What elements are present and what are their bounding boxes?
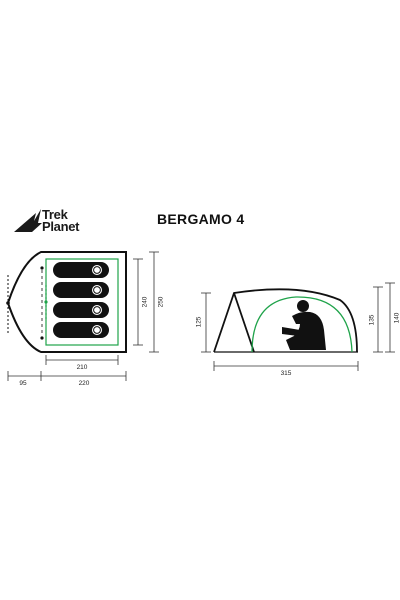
mountain-logo-icon: [14, 209, 42, 232]
dimension-outer-length: 250: [158, 296, 165, 307]
brand-logo: Trek Planet: [14, 207, 104, 235]
door-toggle-icon: [6, 301, 10, 305]
side-view-inner-tent: [251, 296, 353, 353]
dimension-outer-width: 220: [79, 380, 90, 387]
dimension-length: 315: [281, 370, 292, 377]
dimension-outer-height: 140: [394, 312, 400, 323]
sleeping-bags: [53, 262, 109, 338]
floor-plan: 240 250 210 95 220: [6, 251, 165, 387]
dimension-vestibule-depth: 95: [19, 380, 27, 387]
floor-plan-outline: [6, 251, 127, 353]
side-view: 125 135 140 315: [196, 282, 400, 377]
side-view-outline: [213, 288, 358, 353]
brand-line-1: Trek: [42, 207, 68, 222]
dimension-vestibule-height: 125: [196, 316, 203, 327]
model-title: BERGAMO 4: [157, 211, 245, 227]
dimension-inner-width: 210: [77, 364, 88, 371]
dimension-inner-height: 135: [369, 314, 376, 325]
brand-line-2: Planet: [42, 219, 80, 234]
dimension-inner-length: 240: [142, 296, 149, 307]
person-silhouette-icon: [282, 300, 326, 350]
